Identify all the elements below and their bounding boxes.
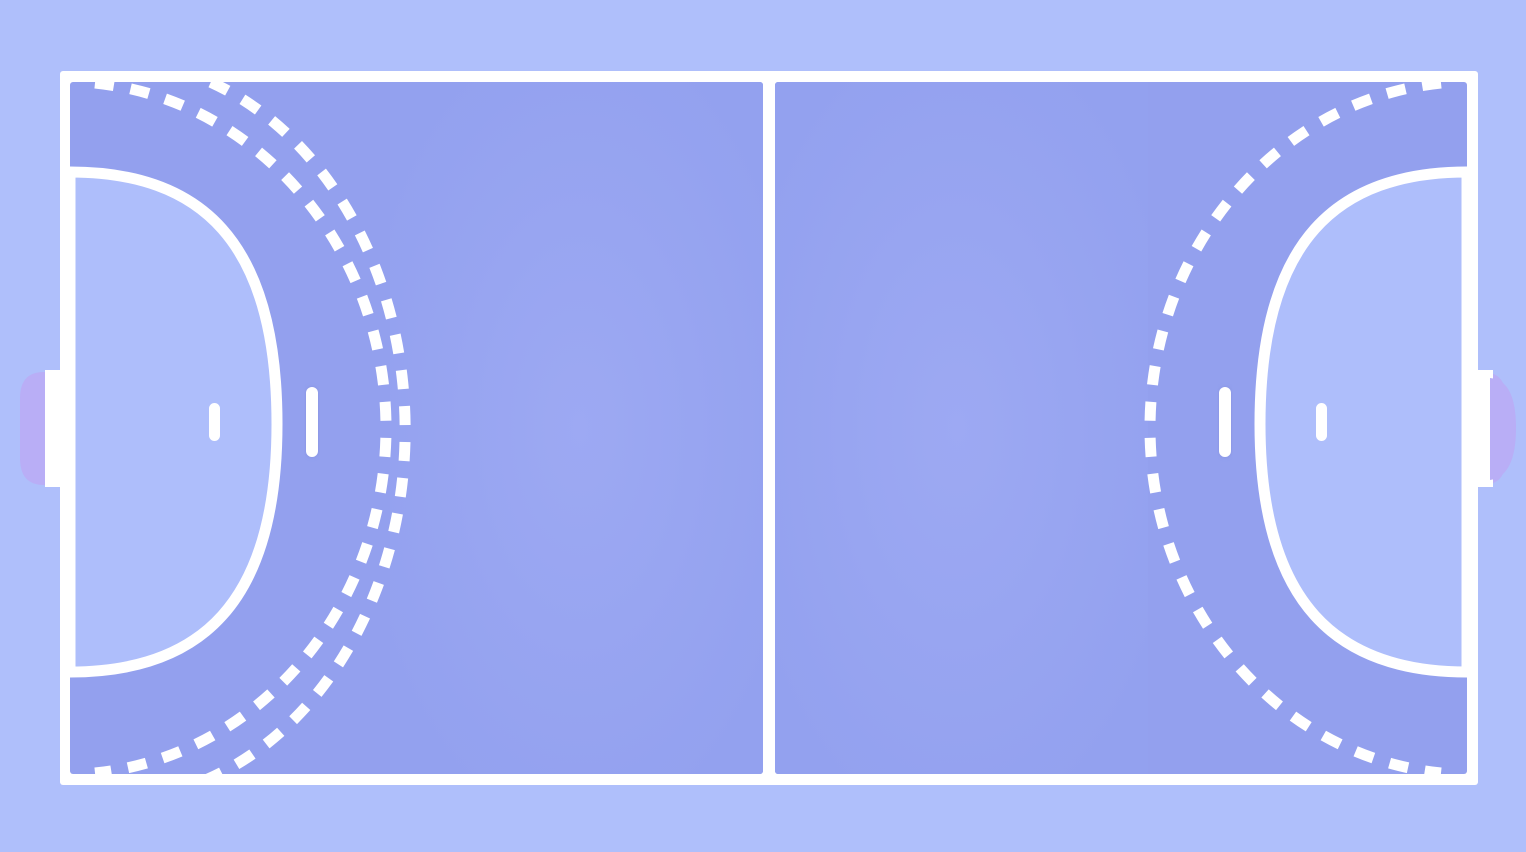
center-line	[763, 82, 775, 774]
left-free-throw-line	[70, 82, 411, 774]
left-goalkeeper-line	[209, 403, 220, 441]
left-half-court	[70, 82, 763, 774]
right-goalkeeper-line	[1316, 403, 1327, 441]
right-goal-area	[1254, 166, 1467, 678]
right-7m-mark	[1219, 387, 1231, 457]
right-free-throw-line	[1144, 82, 1442, 774]
left-7m-mark	[306, 387, 318, 457]
right-half-court	[775, 82, 1467, 774]
left-goal-area	[70, 166, 283, 678]
left-goal	[20, 370, 62, 487]
